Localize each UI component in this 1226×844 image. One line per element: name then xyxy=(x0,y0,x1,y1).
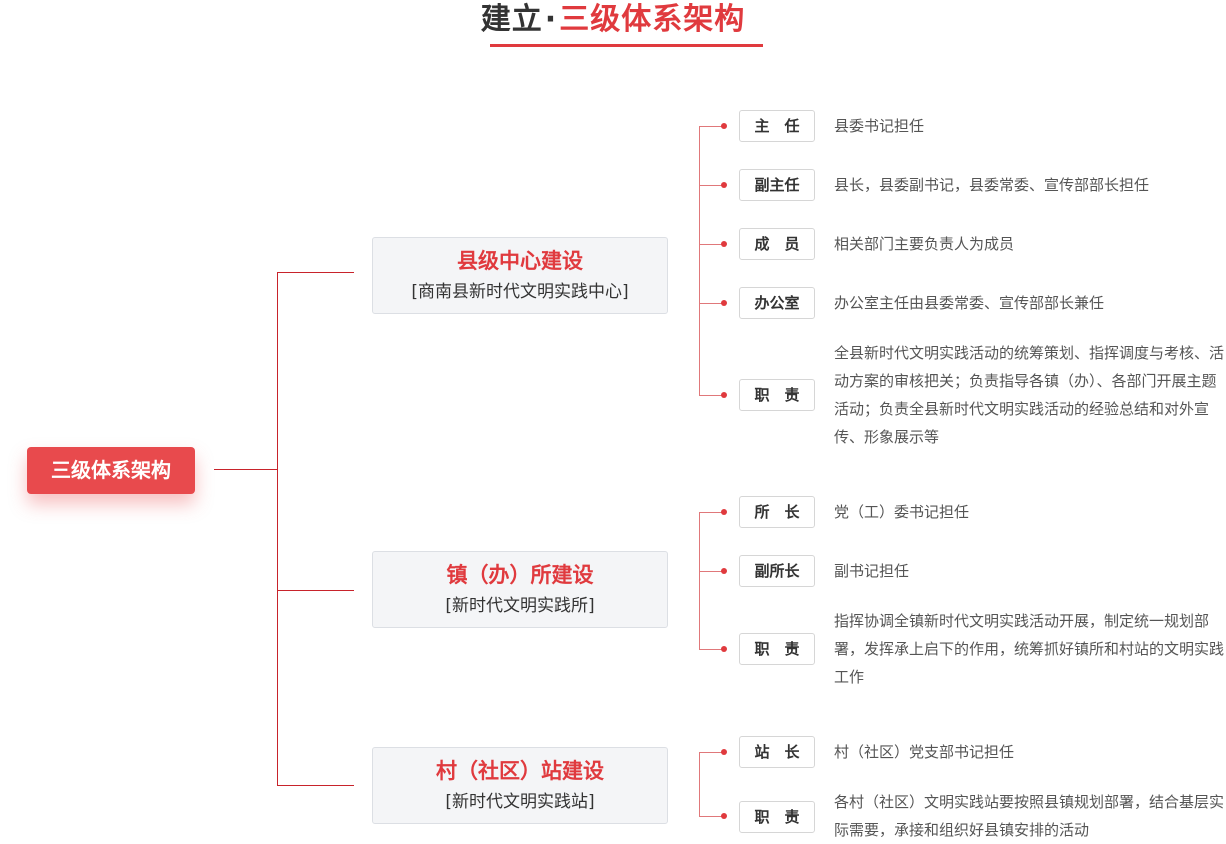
role-description: 各村（社区）文明实践站要按照县镇规划部署，结合基层实际需要，承接和组织好县镇安排… xyxy=(834,793,1225,839)
group1-link xyxy=(699,303,723,304)
connector-dot xyxy=(721,241,727,247)
level-title: 村（社区）站建设 xyxy=(436,759,604,783)
role-badge: 主 任 xyxy=(739,110,815,142)
level-subtitle: [新时代文明实践站] xyxy=(445,792,595,812)
role-badge: 副所长 xyxy=(739,555,815,587)
connector-dot xyxy=(721,568,727,574)
level-title: 镇（办）所建设 xyxy=(446,563,594,587)
role-description: 县委书记担任 xyxy=(834,117,925,135)
role-badge: 职 责 xyxy=(739,801,815,833)
branch-2 xyxy=(277,590,354,591)
branch-1 xyxy=(277,272,354,273)
role-description: 相关部门主要负责人为成员 xyxy=(834,235,1015,253)
role-badge: 所 长 xyxy=(739,496,815,528)
title-underline xyxy=(490,44,763,47)
connector-dot xyxy=(721,749,727,755)
role-description: 办公室主任由县委常委、宣传部部长兼任 xyxy=(834,294,1105,312)
level-title: 县级中心建设 xyxy=(457,249,583,273)
role-description: 村（社区）党支部书记担任 xyxy=(834,743,1015,761)
role-description: 指挥协调全镇新时代文明实践活动开展，制定统一规划部署，发挥承上启下的作用，统筹抓… xyxy=(834,612,1225,686)
level-subtitle: [新时代文明实践所] xyxy=(445,596,595,616)
page-title: 建立·三级体系架构 xyxy=(0,0,1226,38)
group1-link xyxy=(699,244,723,245)
role-description: 全县新时代文明实践活动的统筹策划、指挥调度与考核、活动方案的审核把关；负责指导各… xyxy=(834,344,1225,446)
role-badge: 职 责 xyxy=(739,633,815,665)
role-badge: 成 员 xyxy=(739,228,815,260)
group2-link xyxy=(699,571,723,572)
connector-dot xyxy=(721,123,727,129)
title-part2: 三级体系架构 xyxy=(559,2,746,37)
level-node-village: 村（社区）站建设 [新时代文明实践站] xyxy=(372,747,668,824)
role-badge: 站 长 xyxy=(739,736,815,768)
role-badge: 办公室 xyxy=(739,287,815,319)
root-connector xyxy=(214,469,277,470)
connector-dot xyxy=(721,813,727,819)
role-description: 党（工）委书记担任 xyxy=(834,503,970,521)
group1-link xyxy=(699,126,723,127)
role-badge: 副主任 xyxy=(739,169,815,201)
group3-link xyxy=(699,752,723,753)
group3-link xyxy=(699,816,723,817)
level-subtitle: [商南县新时代文明实践中心] xyxy=(411,282,629,302)
branch-3 xyxy=(277,785,354,786)
level-node-county: 县级中心建设 [商南县新时代文明实践中心] xyxy=(372,237,668,314)
root-node: 三级体系架构 xyxy=(27,447,195,494)
role-badge: 职 责 xyxy=(739,379,815,411)
main-trunk xyxy=(277,272,278,786)
role-description: 副书记担任 xyxy=(834,562,910,580)
connector-dot xyxy=(721,392,727,398)
title-dot: · xyxy=(544,2,558,37)
title-part1: 建立 xyxy=(480,2,543,37)
group2-link xyxy=(699,512,723,513)
group2-link xyxy=(699,649,723,650)
connector-dot xyxy=(721,646,727,652)
group1-trunk xyxy=(699,126,700,396)
role-description: 县长，县委副书记，县委常委、宣传部部长担任 xyxy=(834,176,1150,194)
connector-dot xyxy=(721,182,727,188)
connector-dot xyxy=(721,509,727,515)
group1-link xyxy=(699,395,723,396)
level-node-town: 镇（办）所建设 [新时代文明实践所] xyxy=(372,551,668,628)
group2-trunk xyxy=(699,512,700,650)
group1-link xyxy=(699,185,723,186)
group3-trunk xyxy=(699,752,700,817)
connector-dot xyxy=(721,300,727,306)
